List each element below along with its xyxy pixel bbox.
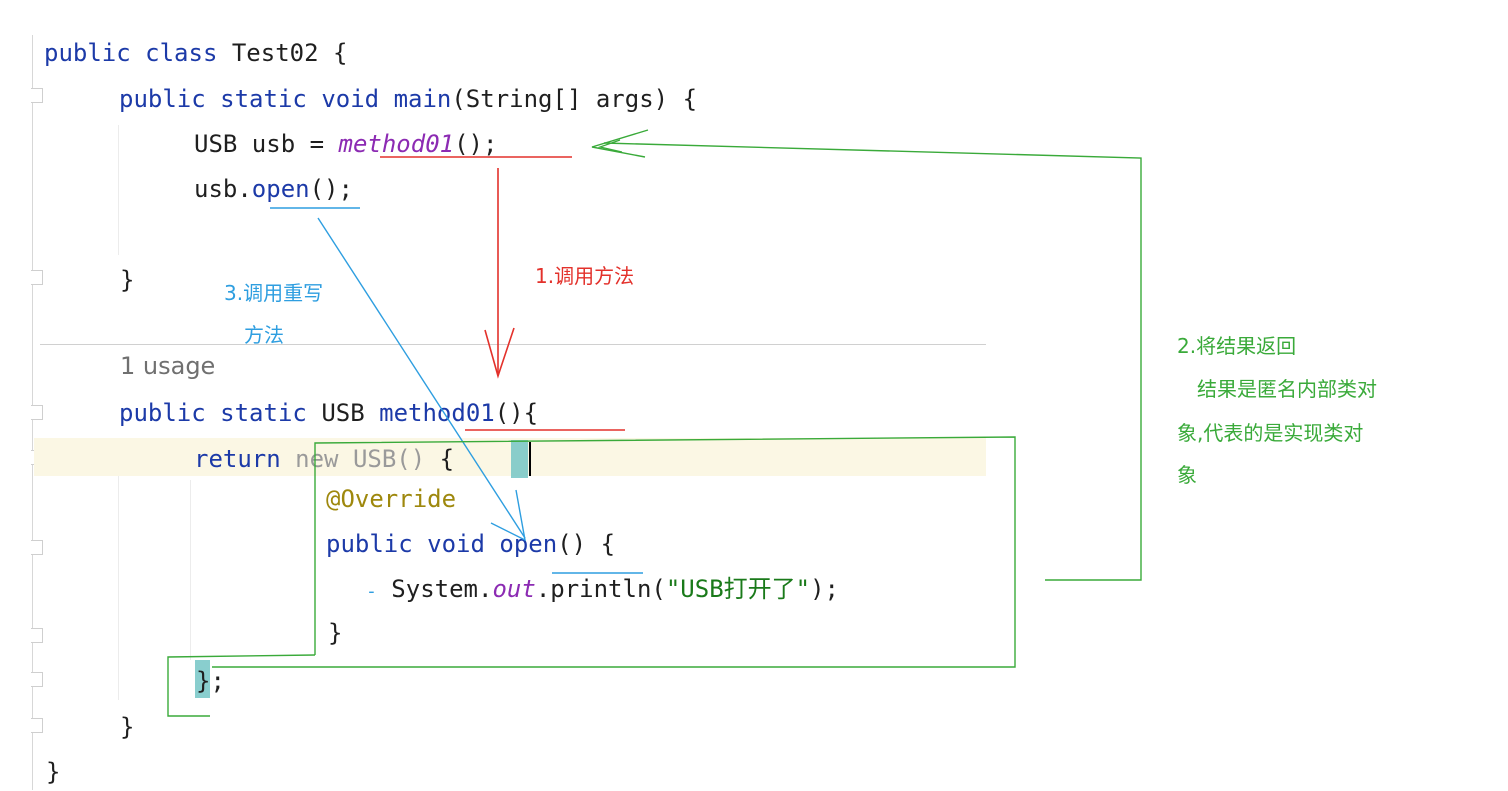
fold-marker[interactable] bbox=[31, 672, 43, 687]
keyword: void bbox=[427, 530, 485, 558]
code-line-main-decl[interactable]: public static void main(String[] args) { bbox=[119, 84, 697, 114]
call-tail: (); bbox=[454, 130, 498, 158]
method-name: main bbox=[393, 85, 452, 113]
object-ref: usb. bbox=[194, 175, 252, 203]
note-step1: 1.调用方法 bbox=[535, 264, 635, 288]
static-field: out bbox=[492, 575, 536, 603]
keyword: return bbox=[194, 445, 281, 473]
fold-marker[interactable] bbox=[31, 88, 43, 103]
method-call: .println( bbox=[535, 575, 666, 603]
fold-marker[interactable] bbox=[31, 718, 43, 733]
code-line-assign[interactable]: USB usb = method01(); bbox=[194, 129, 497, 159]
text-caret bbox=[529, 442, 531, 476]
keyword: class bbox=[145, 39, 218, 67]
brace: { bbox=[333, 39, 348, 67]
code-line-return[interactable]: return new USB() { bbox=[194, 444, 454, 474]
keyword: void bbox=[321, 85, 380, 113]
red-arrow-head bbox=[484, 327, 515, 379]
method-separator bbox=[40, 344, 986, 345]
brace: { bbox=[439, 445, 455, 473]
code-line-class-decl[interactable]: public class Test02 { bbox=[44, 38, 347, 68]
class-name: Test02 bbox=[231, 39, 319, 67]
code-line-method-decl[interactable]: public static USB method01(){ bbox=[119, 398, 538, 428]
string-literal: "USB打开了" bbox=[665, 575, 811, 603]
new-expression: new USB() bbox=[295, 445, 426, 473]
code-line-class-close: } bbox=[46, 758, 61, 786]
brace: { bbox=[682, 85, 698, 113]
code-line-method-close: } bbox=[120, 713, 135, 741]
code-line-main-close: } bbox=[120, 266, 135, 294]
method-name: open bbox=[499, 530, 558, 558]
green-arrow-head bbox=[591, 129, 649, 158]
return-type: USB bbox=[321, 399, 365, 427]
brace: (){ bbox=[494, 399, 539, 427]
usage-hint[interactable]: 1 usage bbox=[120, 352, 216, 380]
note-step3-line2: 方法 bbox=[244, 323, 284, 347]
method-call[interactable]: method01 bbox=[338, 130, 455, 158]
note-step2-line2: 结果是匿名内部类对 bbox=[1197, 377, 1377, 401]
whitespace-marker: - bbox=[366, 581, 377, 602]
keyword: public bbox=[119, 85, 206, 113]
note-step2-line4: 象 bbox=[1177, 463, 1197, 487]
fold-marker[interactable] bbox=[31, 405, 43, 420]
green-arrow-head-inner bbox=[597, 139, 623, 153]
call-tail: ); bbox=[810, 575, 840, 603]
green-return-path bbox=[603, 142, 1142, 581]
override-annotation: @Override bbox=[326, 485, 457, 513]
note-step2-line3: 象,代表的是实现类对 bbox=[1177, 421, 1364, 445]
method-name: method01 bbox=[379, 399, 495, 427]
fold-marker[interactable] bbox=[31, 270, 43, 285]
method-call[interactable]: open bbox=[251, 175, 310, 203]
params: () bbox=[557, 530, 587, 558]
fold-marker[interactable] bbox=[31, 540, 43, 555]
code-line-inner-close: } bbox=[328, 619, 343, 647]
keyword: public bbox=[44, 39, 131, 67]
indent-guide bbox=[118, 440, 119, 700]
keyword: public bbox=[119, 399, 206, 427]
green-close-bracket bbox=[167, 654, 316, 717]
semicolon: ; bbox=[210, 667, 225, 695]
keyword: static bbox=[220, 85, 307, 113]
indent-guide bbox=[118, 125, 119, 255]
note-step3-line1: 3.调用重写 bbox=[224, 281, 324, 305]
keyword: static bbox=[220, 399, 307, 427]
code-line-anon-close: }; bbox=[196, 666, 225, 696]
code-line-open-call[interactable]: usb.open(); bbox=[194, 174, 353, 204]
green-anon-box bbox=[212, 436, 1016, 668]
note-step2-line1: 2.将结果返回 bbox=[1177, 334, 1297, 358]
blue-arrow-shaft bbox=[317, 217, 526, 539]
code-line-println[interactable]: - System.out.println("USB打开了"); bbox=[366, 574, 839, 607]
params: (String[] args) bbox=[451, 85, 669, 113]
indent-guide bbox=[190, 480, 191, 660]
object-ref: System. bbox=[391, 575, 493, 603]
bracket-match-highlight bbox=[195, 660, 210, 698]
blue-arrow-head bbox=[490, 489, 526, 542]
current-line-highlight bbox=[34, 438, 986, 476]
bracket-match-highlight bbox=[511, 440, 528, 478]
brace: { bbox=[600, 530, 616, 558]
keyword: public bbox=[326, 530, 413, 558]
call-tail: (); bbox=[309, 175, 353, 203]
assign-lhs: USB usb = bbox=[194, 130, 339, 158]
code-line-open-decl[interactable]: public void open() { bbox=[326, 529, 615, 559]
fold-marker[interactable] bbox=[31, 628, 43, 643]
brace: } bbox=[196, 667, 211, 695]
